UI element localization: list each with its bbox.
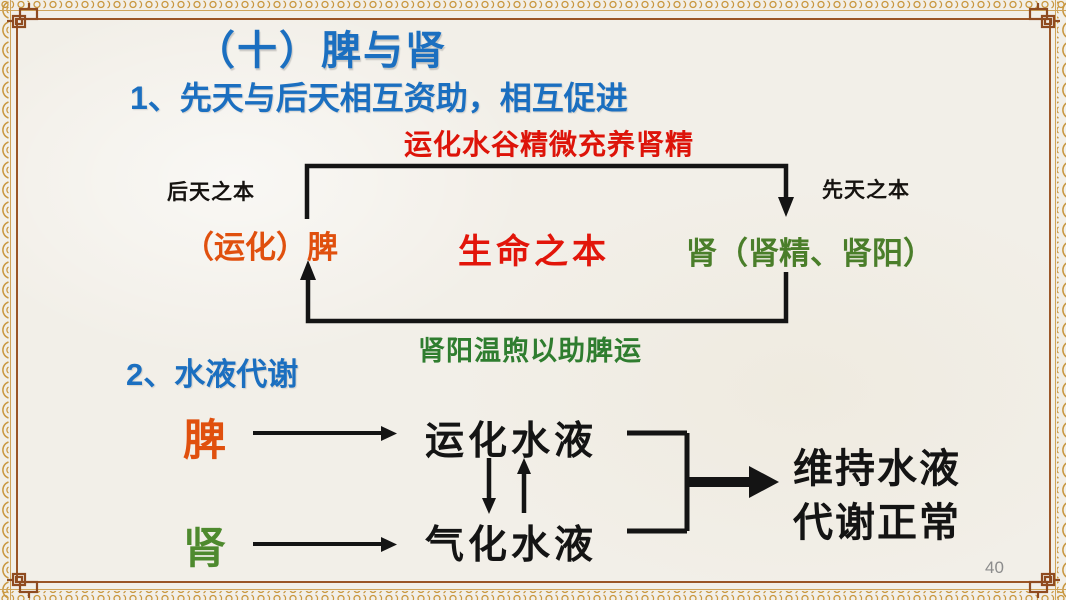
- spleen-node: （运化）脾: [183, 230, 338, 265]
- kidney-caption: 先天之本: [822, 177, 910, 202]
- result-label-line1: 维持水液: [793, 445, 961, 492]
- backward-arrow-label: 肾阳温煦以助脾运: [418, 336, 642, 367]
- life-root-label: 生命之本: [458, 232, 610, 272]
- spleen-function-arrow: [253, 426, 397, 441]
- spleen-label: 脾: [183, 417, 226, 465]
- merge-bracket: [627, 430, 690, 534]
- kidney-function-arrow: [253, 537, 397, 552]
- corner-knot-top-left: [5, 1, 39, 29]
- forward-arrow-label: 运化水谷精微充养肾精: [404, 128, 695, 161]
- spleen-to-kidney-arrow: [304, 163, 794, 219]
- up-arrow: [517, 458, 531, 513]
- kidney-function-label: 气化水液: [425, 522, 598, 568]
- corner-knot-bottom-right: [1028, 572, 1062, 600]
- kidney-node: 肾（肾精、肾阳）: [686, 236, 934, 271]
- spleen-caption: 后天之本: [167, 179, 255, 204]
- kidney-label: 肾: [183, 525, 226, 573]
- result-label-line2: 代谢正常: [793, 499, 961, 546]
- section1-heading: 1、先天与后天相互资助，相互促进: [130, 80, 628, 116]
- corner-knot-bottom-left: [5, 572, 39, 600]
- page-number: 40: [985, 558, 1004, 577]
- section2-heading: 2、水液代谢: [126, 357, 299, 392]
- down-arrow: [482, 458, 496, 514]
- corner-knot-top-right: [1028, 1, 1062, 29]
- result-arrow: [687, 466, 779, 498]
- slide-title: （十）脾与肾: [195, 29, 447, 73]
- spleen-function-label: 运化水液: [425, 418, 598, 464]
